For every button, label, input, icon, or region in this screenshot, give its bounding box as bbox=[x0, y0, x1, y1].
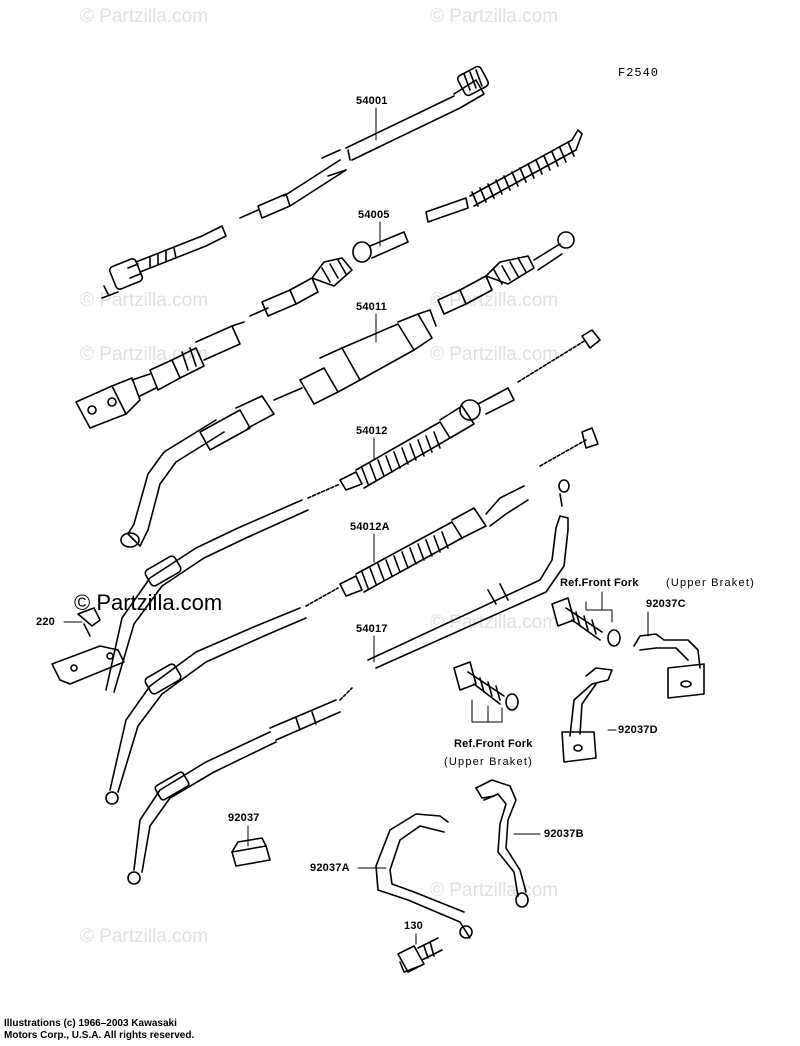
callout-92037A: 92037A bbox=[310, 862, 350, 874]
bracket-92037A bbox=[375, 813, 473, 939]
watermark: © Partzilla.com bbox=[80, 926, 209, 947]
callout-54012: 54012 bbox=[356, 425, 388, 437]
cable-54012A bbox=[105, 485, 529, 805]
watermark: © Partzilla.com bbox=[80, 344, 209, 365]
ref-upper-braket-1: (Upper Braket) bbox=[666, 577, 755, 589]
bracket-92037D bbox=[561, 667, 613, 763]
cable-lower bbox=[127, 687, 353, 885]
watermark: © Partzilla.com bbox=[80, 6, 209, 27]
ref-front-fork-lower: Ref.Front Fork bbox=[454, 738, 533, 750]
cable-54005-section bbox=[249, 231, 409, 317]
copyright-line-1: Illustrations (c) 1966–2003 Kawasaki bbox=[4, 1018, 177, 1029]
callout-220: 220 bbox=[36, 616, 55, 628]
leader-lines bbox=[63, 107, 649, 945]
speedometer-cable-54001 bbox=[101, 65, 490, 299]
clutch-cable-54011 bbox=[120, 309, 437, 548]
tachometer-cable-54005 bbox=[425, 129, 583, 223]
bracket-92037C bbox=[633, 633, 705, 699]
callout-54011: 54011 bbox=[356, 301, 387, 313]
copyright-notice: Illustrations (c) 1966–2003 Kawasaki Mot… bbox=[4, 1018, 194, 1042]
callout-92037D: 92037D bbox=[618, 724, 658, 736]
callout-92037B: 92037B bbox=[544, 828, 584, 840]
watermark-dark: © Partzilla.com bbox=[74, 590, 223, 615]
callout-54017: 54017 bbox=[356, 623, 388, 635]
watermark: © Partzilla.com bbox=[430, 6, 559, 27]
bracket-92037B bbox=[475, 779, 529, 908]
cable-54017 bbox=[367, 479, 570, 669]
watermark: © Partzilla.com bbox=[430, 612, 559, 633]
fork-bolt-lower bbox=[453, 661, 519, 711]
clevis-cable-54011 bbox=[75, 321, 245, 429]
callout-130: 130 bbox=[404, 920, 423, 932]
copyright-line-2: Motors Corp., U.S.A. All rights reserved… bbox=[4, 1030, 195, 1041]
callout-54005: 54005 bbox=[358, 209, 390, 221]
ref-front-fork-upper: Ref.Front Fork bbox=[560, 577, 639, 589]
cable-54012 bbox=[105, 405, 599, 693]
clip-92037 bbox=[231, 837, 271, 867]
callout-54001: 54001 bbox=[356, 95, 388, 107]
cable-54011-end bbox=[459, 329, 601, 421]
ref-upper-braket-2: (Upper Braket) bbox=[444, 756, 533, 768]
bracket-220 bbox=[51, 607, 125, 685]
figure-code: F2540 bbox=[618, 66, 660, 80]
callout-92037C: 92037C bbox=[646, 598, 686, 610]
watermark: © Partzilla.com bbox=[80, 290, 209, 311]
cable-54005-right bbox=[437, 231, 575, 315]
watermark: © Partzilla.com bbox=[430, 344, 559, 365]
bolt-130 bbox=[397, 937, 443, 973]
callout-54012A: 54012A bbox=[350, 521, 390, 533]
fork-bolt-upper bbox=[551, 597, 621, 647]
callout-92037: 92037 bbox=[228, 812, 260, 824]
